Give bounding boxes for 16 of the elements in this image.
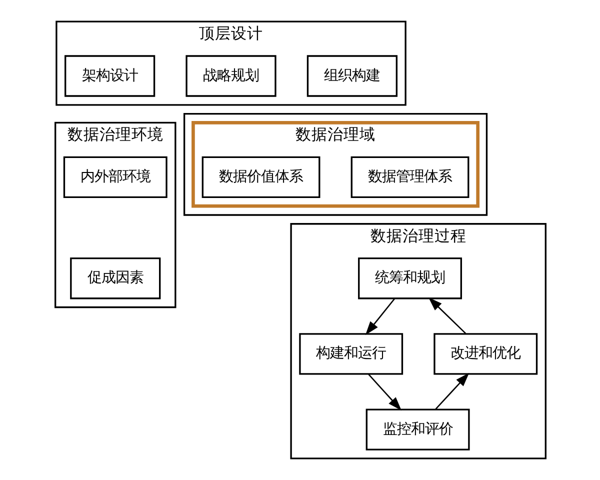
- node-box: 构建和运行: [298, 333, 403, 375]
- node-box: 架构设计: [64, 55, 155, 97]
- node-box: 统筹和规划: [358, 258, 462, 300]
- arrow: [364, 298, 395, 336]
- arrow: [368, 374, 402, 411]
- arrow: [434, 372, 469, 410]
- node-box: 内外部环境: [62, 156, 167, 198]
- node-box: 监控和评价: [365, 408, 470, 450]
- node-box: 数据价值体系: [201, 156, 320, 198]
- node-box: 战略规划: [185, 55, 276, 97]
- node-box: 促成因素: [70, 258, 160, 300]
- arrow: [428, 297, 466, 334]
- cluster: [182, 112, 488, 216]
- node-box: 数据管理体系: [350, 156, 469, 198]
- node-box: 组织构建: [306, 55, 397, 97]
- node-box: 改进和优化: [433, 333, 538, 375]
